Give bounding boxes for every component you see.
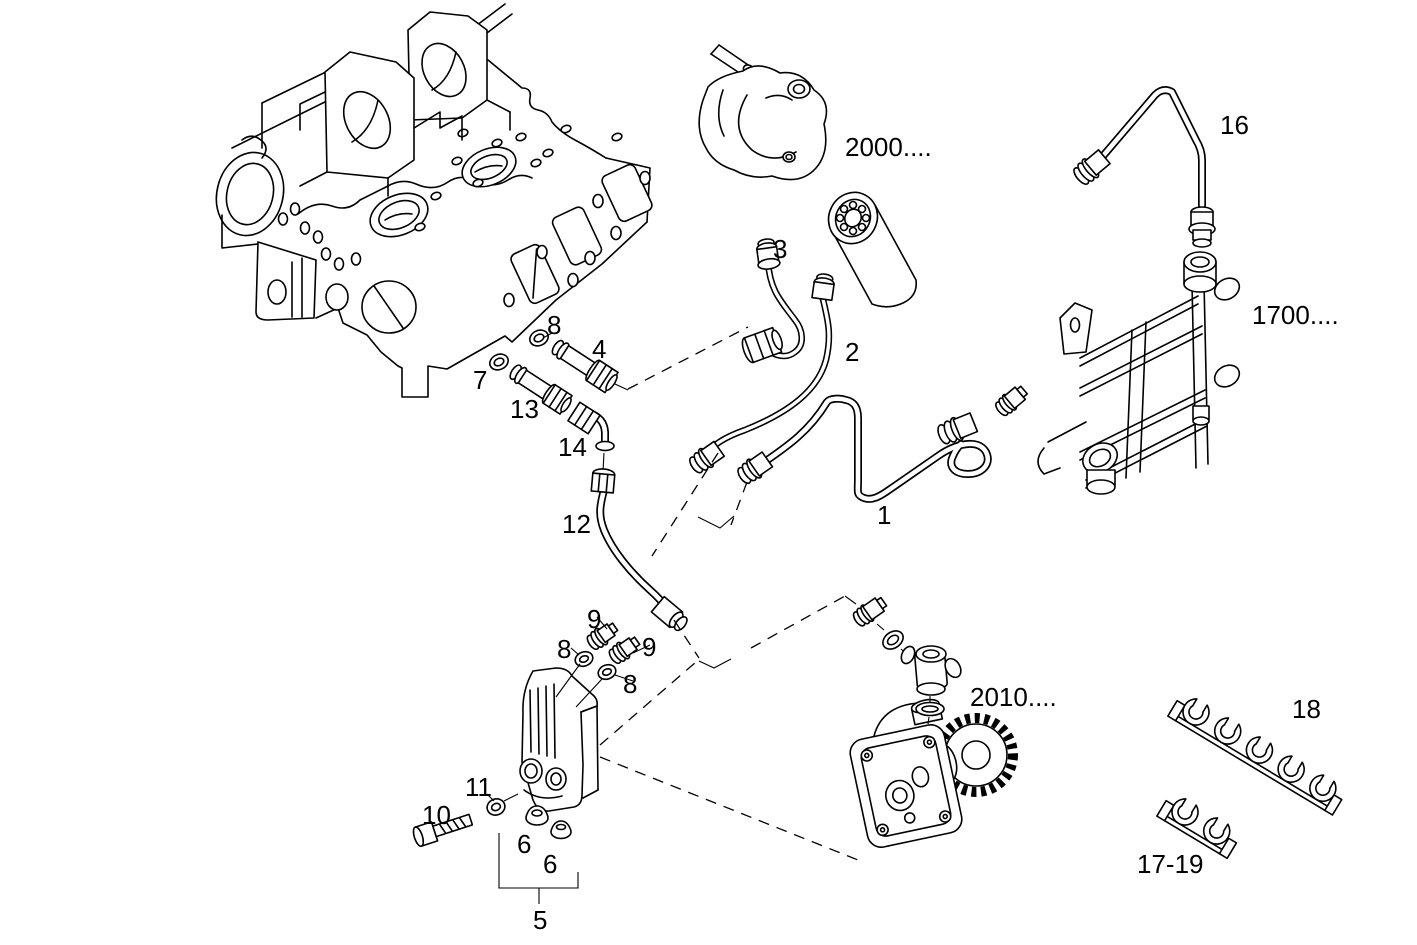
seal-ring-8b-drawing xyxy=(574,650,594,668)
cylinder-head-drawing xyxy=(215,3,653,398)
part-label-12: 12 xyxy=(562,509,591,539)
union-fitting-13-drawing xyxy=(509,364,573,415)
washer-11-drawing xyxy=(486,798,506,816)
part-label-13: 13 xyxy=(510,394,539,424)
bolt-10-drawing xyxy=(412,813,474,848)
part-label-14: 14 xyxy=(558,432,587,462)
part-label-4: 4 xyxy=(592,334,606,364)
part-label-8b: 8 xyxy=(557,634,571,664)
union-fitting-drawing xyxy=(995,385,1029,417)
part-label-3: 3 xyxy=(773,234,787,264)
fuel-filter-cartridge-drawing xyxy=(827,191,918,308)
ref-label-1700: 1700.... xyxy=(1252,300,1339,330)
pump-elbow-fitting-drawing xyxy=(900,645,962,696)
nipple-fitting-9b-drawing xyxy=(608,636,641,665)
seal-ring-8-upper-drawing xyxy=(529,329,549,347)
label-leader-lines xyxy=(486,332,651,802)
ref-label-2010: 2010.... xyxy=(970,682,1057,712)
part-label-17-19: 17-19 xyxy=(1137,849,1204,879)
ref-label-2000: 2000.... xyxy=(845,132,932,162)
part-label-9a: 9 xyxy=(587,604,601,634)
pipe-clip-17-19-drawing xyxy=(1156,796,1238,860)
fuel-pipe-16-drawing xyxy=(1073,86,1216,248)
part-label-11: 11 xyxy=(465,772,492,802)
assembly-5-group-bracket xyxy=(498,833,579,904)
reference-dashed-lines xyxy=(599,326,859,861)
fuel-hose-12-drawing xyxy=(590,468,688,632)
part-label-8c: 8 xyxy=(623,669,637,699)
elbow-fitting-14-drawing xyxy=(567,401,615,472)
plug-6a-drawing xyxy=(525,805,549,826)
part-label-10: 10 xyxy=(422,800,451,830)
part-label-7: 7 xyxy=(473,365,487,395)
part-label-9b: 9 xyxy=(642,632,656,662)
part-label-16: 16 xyxy=(1220,110,1249,140)
fuel-filter-head-drawing xyxy=(698,44,828,181)
pipe-clip-18-drawing xyxy=(1167,696,1343,816)
part-label-2: 2 xyxy=(845,337,859,367)
seal-ring-8c-drawing xyxy=(597,663,617,681)
filter-support-bracket-drawing xyxy=(1037,251,1241,495)
fuel-pipe-2-drawing xyxy=(689,273,835,474)
fuel-pipe-3-drawing xyxy=(741,238,805,364)
pump-inlet-stack-drawing xyxy=(852,596,962,725)
nipple-fitting-9a-drawing xyxy=(586,622,619,651)
part-label-8a: 8 xyxy=(547,310,561,340)
fuel-pipe-1-drawing xyxy=(737,394,992,503)
part-label-1: 1 xyxy=(877,500,891,530)
pipe-bracket-drawing xyxy=(519,667,599,812)
plug-6b-drawing xyxy=(550,820,572,840)
union-fitting-4-drawing xyxy=(551,339,619,394)
injection-pump-drawing xyxy=(849,698,1018,848)
part-label-6a: 6 xyxy=(517,829,531,859)
seal-ring-7-drawing xyxy=(489,353,509,371)
part-label-18: 18 xyxy=(1292,694,1321,724)
part-label-6b: 6 xyxy=(543,849,557,879)
part-label-5: 5 xyxy=(533,905,547,935)
